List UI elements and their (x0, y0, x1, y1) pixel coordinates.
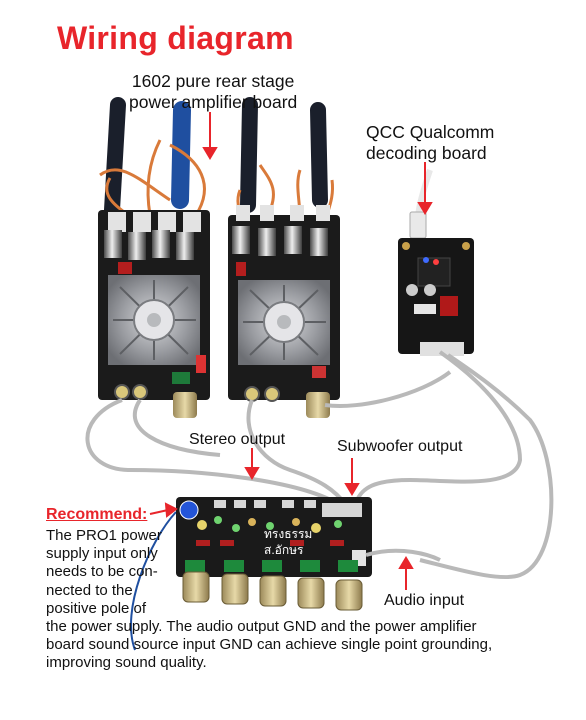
watermark-line2: ส.อักษร (264, 543, 304, 557)
note-line: board sound source input GND can achieve… (46, 636, 493, 654)
recommend-note-left: The PRO1 power supply input only needs t… (46, 527, 186, 618)
note-line: The PRO1 power (46, 527, 162, 544)
preamp-board (130, 497, 441, 651)
power-cables (99, 97, 334, 219)
note-line: improving sound quality. (46, 654, 207, 672)
note-line: supply input only (46, 545, 158, 563)
watermark-line1: ทรงธรรม (264, 527, 313, 541)
amp-board-label-line2: power amplifier board (129, 92, 298, 112)
recommend-note-bottom: the power supply. The audio output GND a… (46, 618, 546, 673)
audio-cables (85, 350, 554, 580)
annotation-arrows (149, 112, 433, 590)
note-line: nected to the (46, 581, 133, 599)
note-line: needs to be con- (46, 563, 158, 581)
stereo-output-label: Stereo output (189, 431, 286, 448)
qcc-board-label-line1: QCC Qualcomm (366, 122, 495, 142)
note-line: the power supply. The audio output GND a… (46, 618, 477, 635)
diagram-title: Wiring diagram (57, 20, 294, 56)
subwoofer-output-label: Subwoofer output (337, 438, 463, 455)
amp-board-left (98, 210, 210, 418)
audio-input-label: Audio input (384, 592, 465, 609)
amp-board-label: 1602 pure rear stage power amplifier boa… (129, 71, 297, 113)
qcc-board (398, 169, 474, 356)
amp-board-label-line1: 1602 pure rear stage (131, 71, 295, 91)
note-line: positive pole of (46, 599, 147, 617)
qcc-board-label: QCC Qualcomm decoding board (366, 122, 494, 164)
amp-board-middle (228, 205, 340, 418)
recommend-heading: Recommend: (46, 506, 148, 523)
qcc-board-label-line2: decoding board (366, 143, 487, 163)
